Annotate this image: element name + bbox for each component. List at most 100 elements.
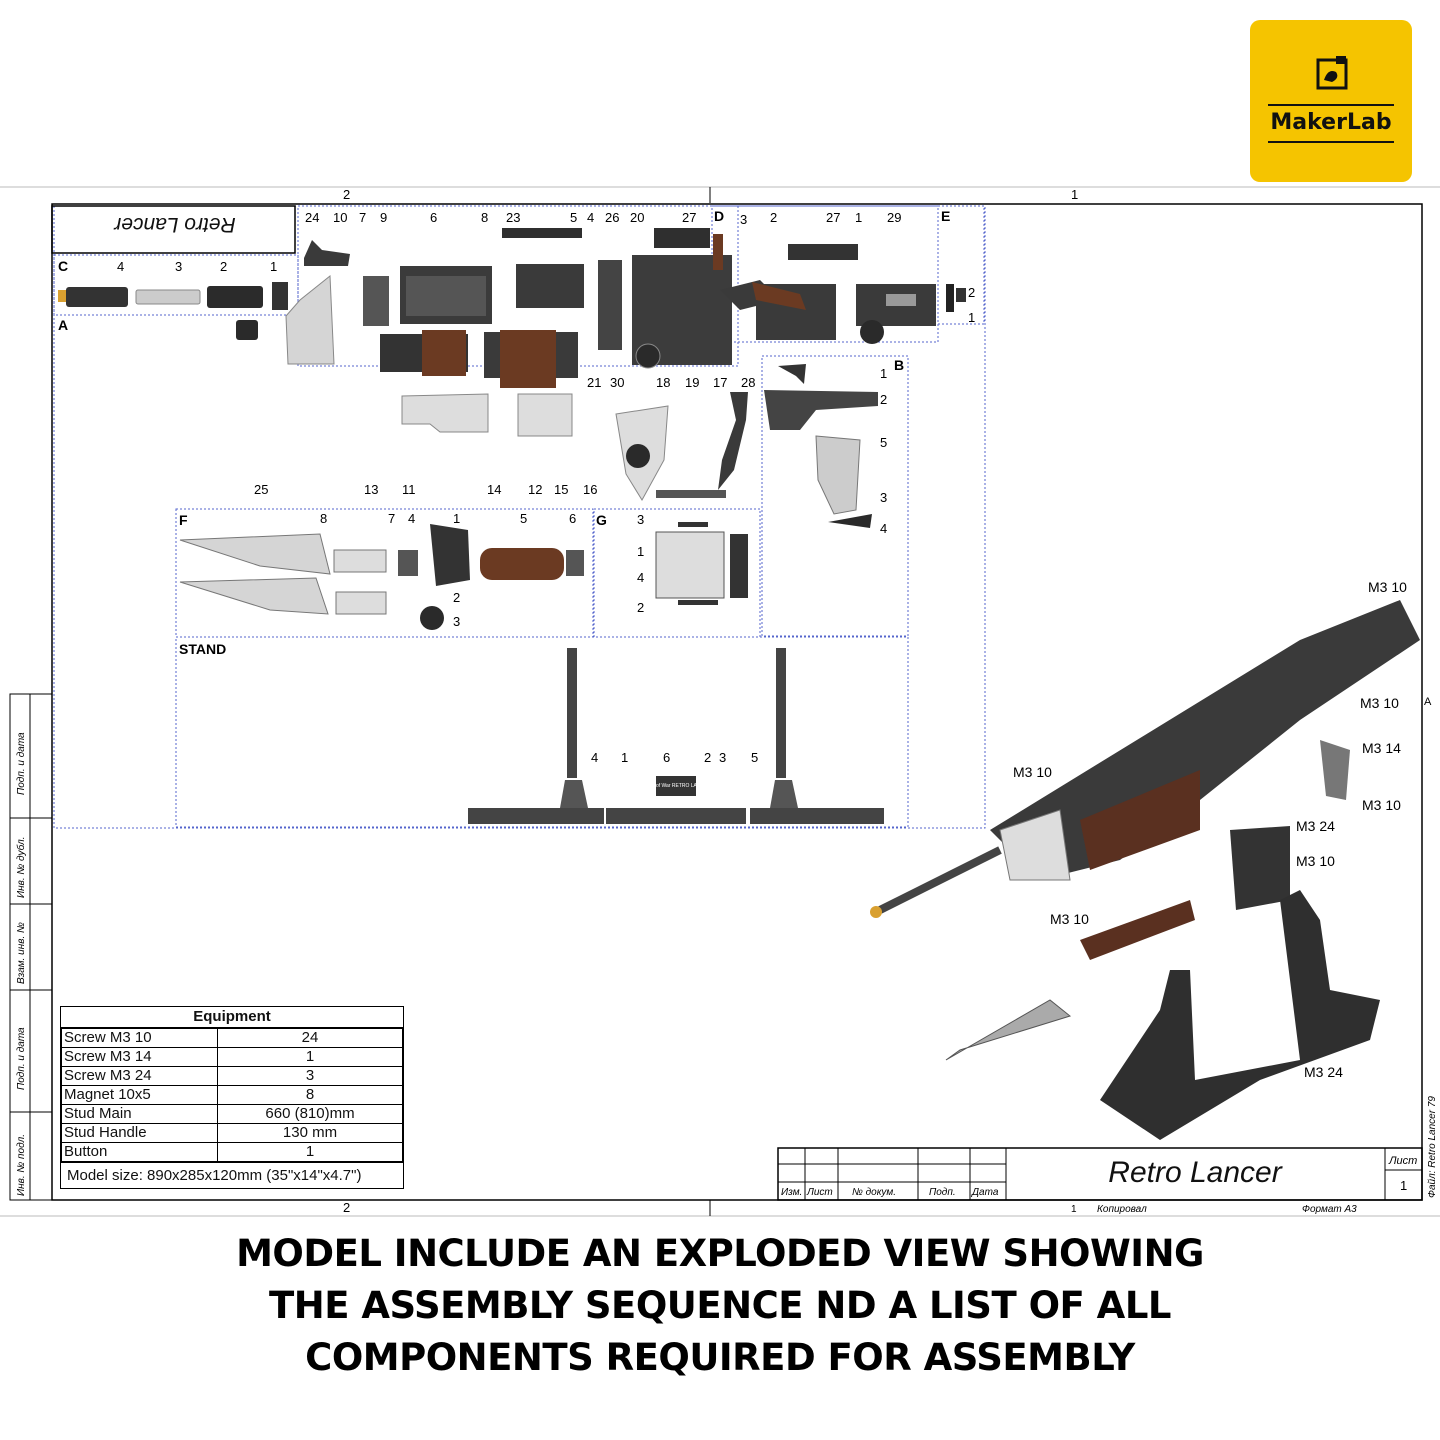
callout-a-16: 16 [583, 482, 597, 497]
title-block [777, 1147, 1423, 1201]
callout-b-5: 5 [880, 435, 887, 450]
assembly-drawing: 2 1 2 A 1 Копировал Формат А3 C A D E B … [0, 186, 1440, 1217]
callout-a-13: 13 [364, 482, 378, 497]
logo-rule-top [1268, 104, 1394, 106]
callout-b-4: 4 [880, 521, 887, 536]
section-b-parts [764, 364, 878, 528]
callout-f-4: 4 [408, 511, 415, 526]
equipment-qty: 1 [217, 1047, 403, 1067]
zone-number-bottom: 2 [343, 1200, 350, 1215]
strip-label-4: Подп. и дата [16, 1027, 27, 1090]
assembly-callout-4: M3 10 [1362, 797, 1401, 813]
section-label-a: A [58, 317, 68, 333]
section-label-c: D [714, 208, 724, 224]
callout-a-12: 12 [528, 482, 542, 497]
equipment-item: Screw M3 10 [61, 1028, 218, 1048]
equipment-qty: 24 [217, 1028, 403, 1048]
equipment-qty: 1 [217, 1142, 403, 1162]
callout-b-1: 1 [880, 366, 887, 381]
section-label-b: B [894, 357, 904, 373]
callout-stand-5: 5 [751, 750, 758, 765]
tb-col-izm: Изм. [781, 1187, 802, 1198]
callout-a-28: 28 [741, 375, 755, 390]
zone-number-right: 1 [1071, 187, 1078, 202]
title-block-name: Retro Lancer [1108, 1156, 1282, 1189]
caption: MODEL INCLUDE AN EXPLODED VIEW SHOWING T… [0, 1228, 1440, 1384]
left-strip [9, 693, 53, 1201]
equipment-item: Screw M3 24 [61, 1066, 218, 1086]
callout-a-30: 30 [610, 375, 624, 390]
tb-sheet-label: Лист [1388, 1155, 1417, 1167]
callout-a-10: 10 [333, 210, 347, 225]
tb-col-sign: Подп. [929, 1187, 956, 1198]
callout-d-2: 2 [220, 259, 227, 274]
copied-label: Копировал [1097, 1204, 1147, 1215]
callout-c-2: 2 [770, 210, 777, 225]
assembly-callout-6: M3 10 [1296, 853, 1335, 869]
tb-file-label: Файл: Retro Lancer 79 [1427, 1096, 1438, 1198]
callout-g-4: 4 [637, 570, 644, 585]
callout-a-25: 25 [254, 482, 268, 497]
callout-c-27: 27 [826, 210, 840, 225]
assembly-callout-7: M3 10 [1013, 764, 1052, 780]
callout-d-3: 3 [175, 259, 182, 274]
caption-line-1: MODEL INCLUDE AN EXPLODED VIEW SHOWING [236, 1232, 1204, 1275]
assembly-callout-1: M3 10 [1368, 579, 1407, 595]
section-label-f: F [179, 512, 188, 528]
tb-col-date: Дата [971, 1187, 999, 1198]
callout-a-18: 18 [656, 375, 670, 390]
callout-a-24: 24 [305, 210, 319, 225]
equipment-item: Screw M3 14 [61, 1047, 218, 1067]
callout-b-3: 3 [880, 490, 887, 505]
callout-g-1: 1 [637, 544, 644, 559]
callout-a-26: 26 [605, 210, 619, 225]
equipment-item: Stud Handle [61, 1123, 218, 1143]
assembly-callout-2: M3 10 [1360, 695, 1399, 711]
caption-line-3: COMPONENTS REQUIRED FOR ASSEMBLY [305, 1336, 1135, 1379]
drawing-title-flipped: Retro Lancer [114, 213, 236, 236]
strip-label-3: Взам. инв. № [16, 922, 27, 984]
tb-sheet-number: 1 [1400, 1178, 1407, 1193]
stand-plate-text: Gears of War RETRO LANCER [641, 783, 711, 789]
callout-b-2: 2 [880, 392, 887, 407]
callout-f-2: 2 [453, 590, 460, 605]
assembly-callout-9: M3 24 [1304, 1064, 1343, 1080]
equipment-item: Button [61, 1142, 218, 1162]
callout-a-5: 5 [570, 210, 577, 225]
equipment-qty: 8 [217, 1085, 403, 1105]
side-marker: A [1424, 696, 1432, 708]
callout-d-4: 4 [117, 259, 124, 274]
equipment-qty: 130 mm [217, 1123, 403, 1143]
callout-e-2: 2 [968, 285, 975, 300]
equipment-qty: 3 [217, 1066, 403, 1086]
section-a-parts [236, 228, 748, 501]
callout-f-3: 3 [453, 614, 460, 629]
callout-stand-6: 6 [663, 750, 670, 765]
callout-a-21: 21 [587, 375, 601, 390]
section-label-e: E [941, 208, 950, 224]
callout-a-4: 4 [587, 210, 594, 225]
callout-a-17: 17 [713, 375, 727, 390]
callout-f-6: 6 [569, 511, 576, 526]
model-size: Model size: 890x285x120mm (35"x14"x4.7") [61, 1162, 403, 1188]
callout-c-29: 29 [887, 210, 901, 225]
section-label-stand: STAND [179, 641, 226, 657]
callout-c-3: 3 [740, 212, 747, 227]
callout-a-8: 8 [481, 210, 488, 225]
callout-stand-2: 2 [704, 750, 711, 765]
equipment-item: Magnet 10x5 [61, 1085, 218, 1105]
equipment-qty: 660 (810)mm [217, 1104, 403, 1124]
makerlab-logo: MakerLab [1250, 20, 1412, 182]
callout-a-15: 15 [554, 482, 568, 497]
callout-d-1: 1 [270, 259, 277, 274]
callout-a-6: 6 [430, 210, 437, 225]
strip-label-5: Инв. № подл. [16, 1134, 27, 1196]
callout-f-5: 5 [520, 511, 527, 526]
section-c-parts [720, 244, 966, 344]
callout-a-20: 20 [630, 210, 644, 225]
